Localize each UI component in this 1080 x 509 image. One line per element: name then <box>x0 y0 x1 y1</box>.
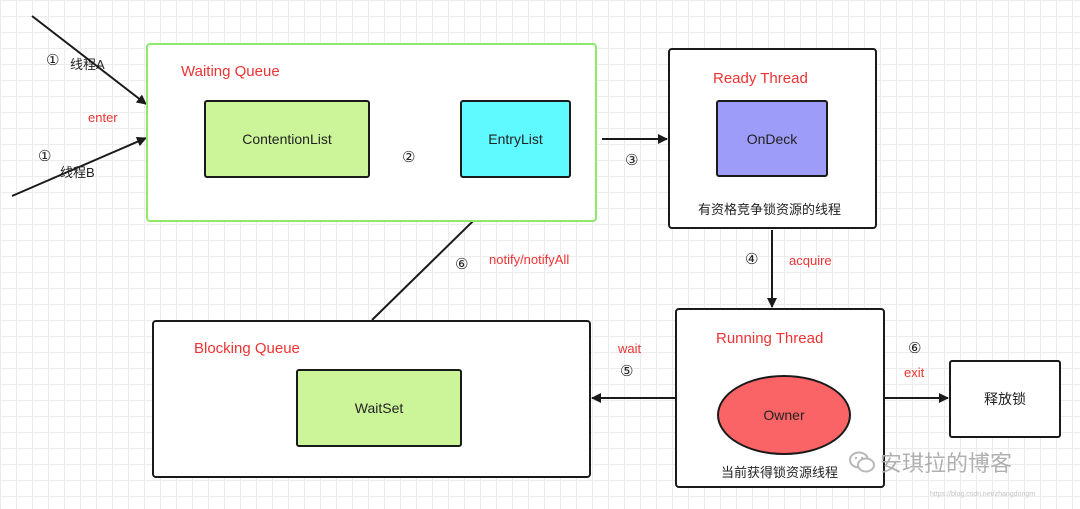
entry-list-node[interactable]: EntryList <box>460 100 571 178</box>
thread-a-label: 线程A <box>70 57 105 72</box>
exit-label: exit <box>904 365 925 380</box>
notify-label: notify/notifyAll <box>489 252 570 267</box>
step-6-notify: ⑥ <box>455 256 469 273</box>
step-1-thread-a: ① <box>46 52 60 69</box>
thread-b-arrow <box>11 136 147 197</box>
watermark-text: 安琪拉的博客 <box>880 452 1013 477</box>
running-thread-caption: 当前获得锁资源线程 <box>721 465 839 480</box>
waiting-queue-title: Waiting Queue <box>181 63 280 80</box>
ready-thread-title: Ready Thread <box>713 70 808 87</box>
step-3: ③ <box>625 152 639 169</box>
blocking-queue-title: Blocking Queue <box>194 340 300 357</box>
thread-b-label: 线程B <box>60 165 95 180</box>
enter-label: enter <box>88 110 118 125</box>
wechat-icon <box>849 451 875 473</box>
release-lock-node[interactable]: 释放锁 <box>949 360 1061 438</box>
step-5: ⑤ <box>620 363 634 380</box>
ready-thread-caption: 有资格竞争锁资源的线程 <box>698 202 842 217</box>
running-thread-title: Running Thread <box>716 330 824 347</box>
acquire-label: acquire <box>789 253 832 268</box>
owner-node[interactable]: Owner <box>717 375 851 455</box>
contention-list-node[interactable]: ContentionList <box>204 100 370 178</box>
step-6-exit: ⑥ <box>908 340 922 357</box>
wait-label: wait <box>618 341 642 356</box>
on-deck-node[interactable]: OnDeck <box>716 100 828 177</box>
thread-a-arrow <box>31 15 147 105</box>
step-4: ④ <box>745 251 759 268</box>
step-1-thread-b: ① <box>38 148 52 165</box>
watermark-url: https://blog.csdn.net/zhangdongm <box>930 491 1036 498</box>
wait-set-node[interactable]: WaitSet <box>296 369 462 447</box>
watermark: 安琪拉的博客 <box>848 446 1012 478</box>
step-2: ② <box>402 149 416 166</box>
